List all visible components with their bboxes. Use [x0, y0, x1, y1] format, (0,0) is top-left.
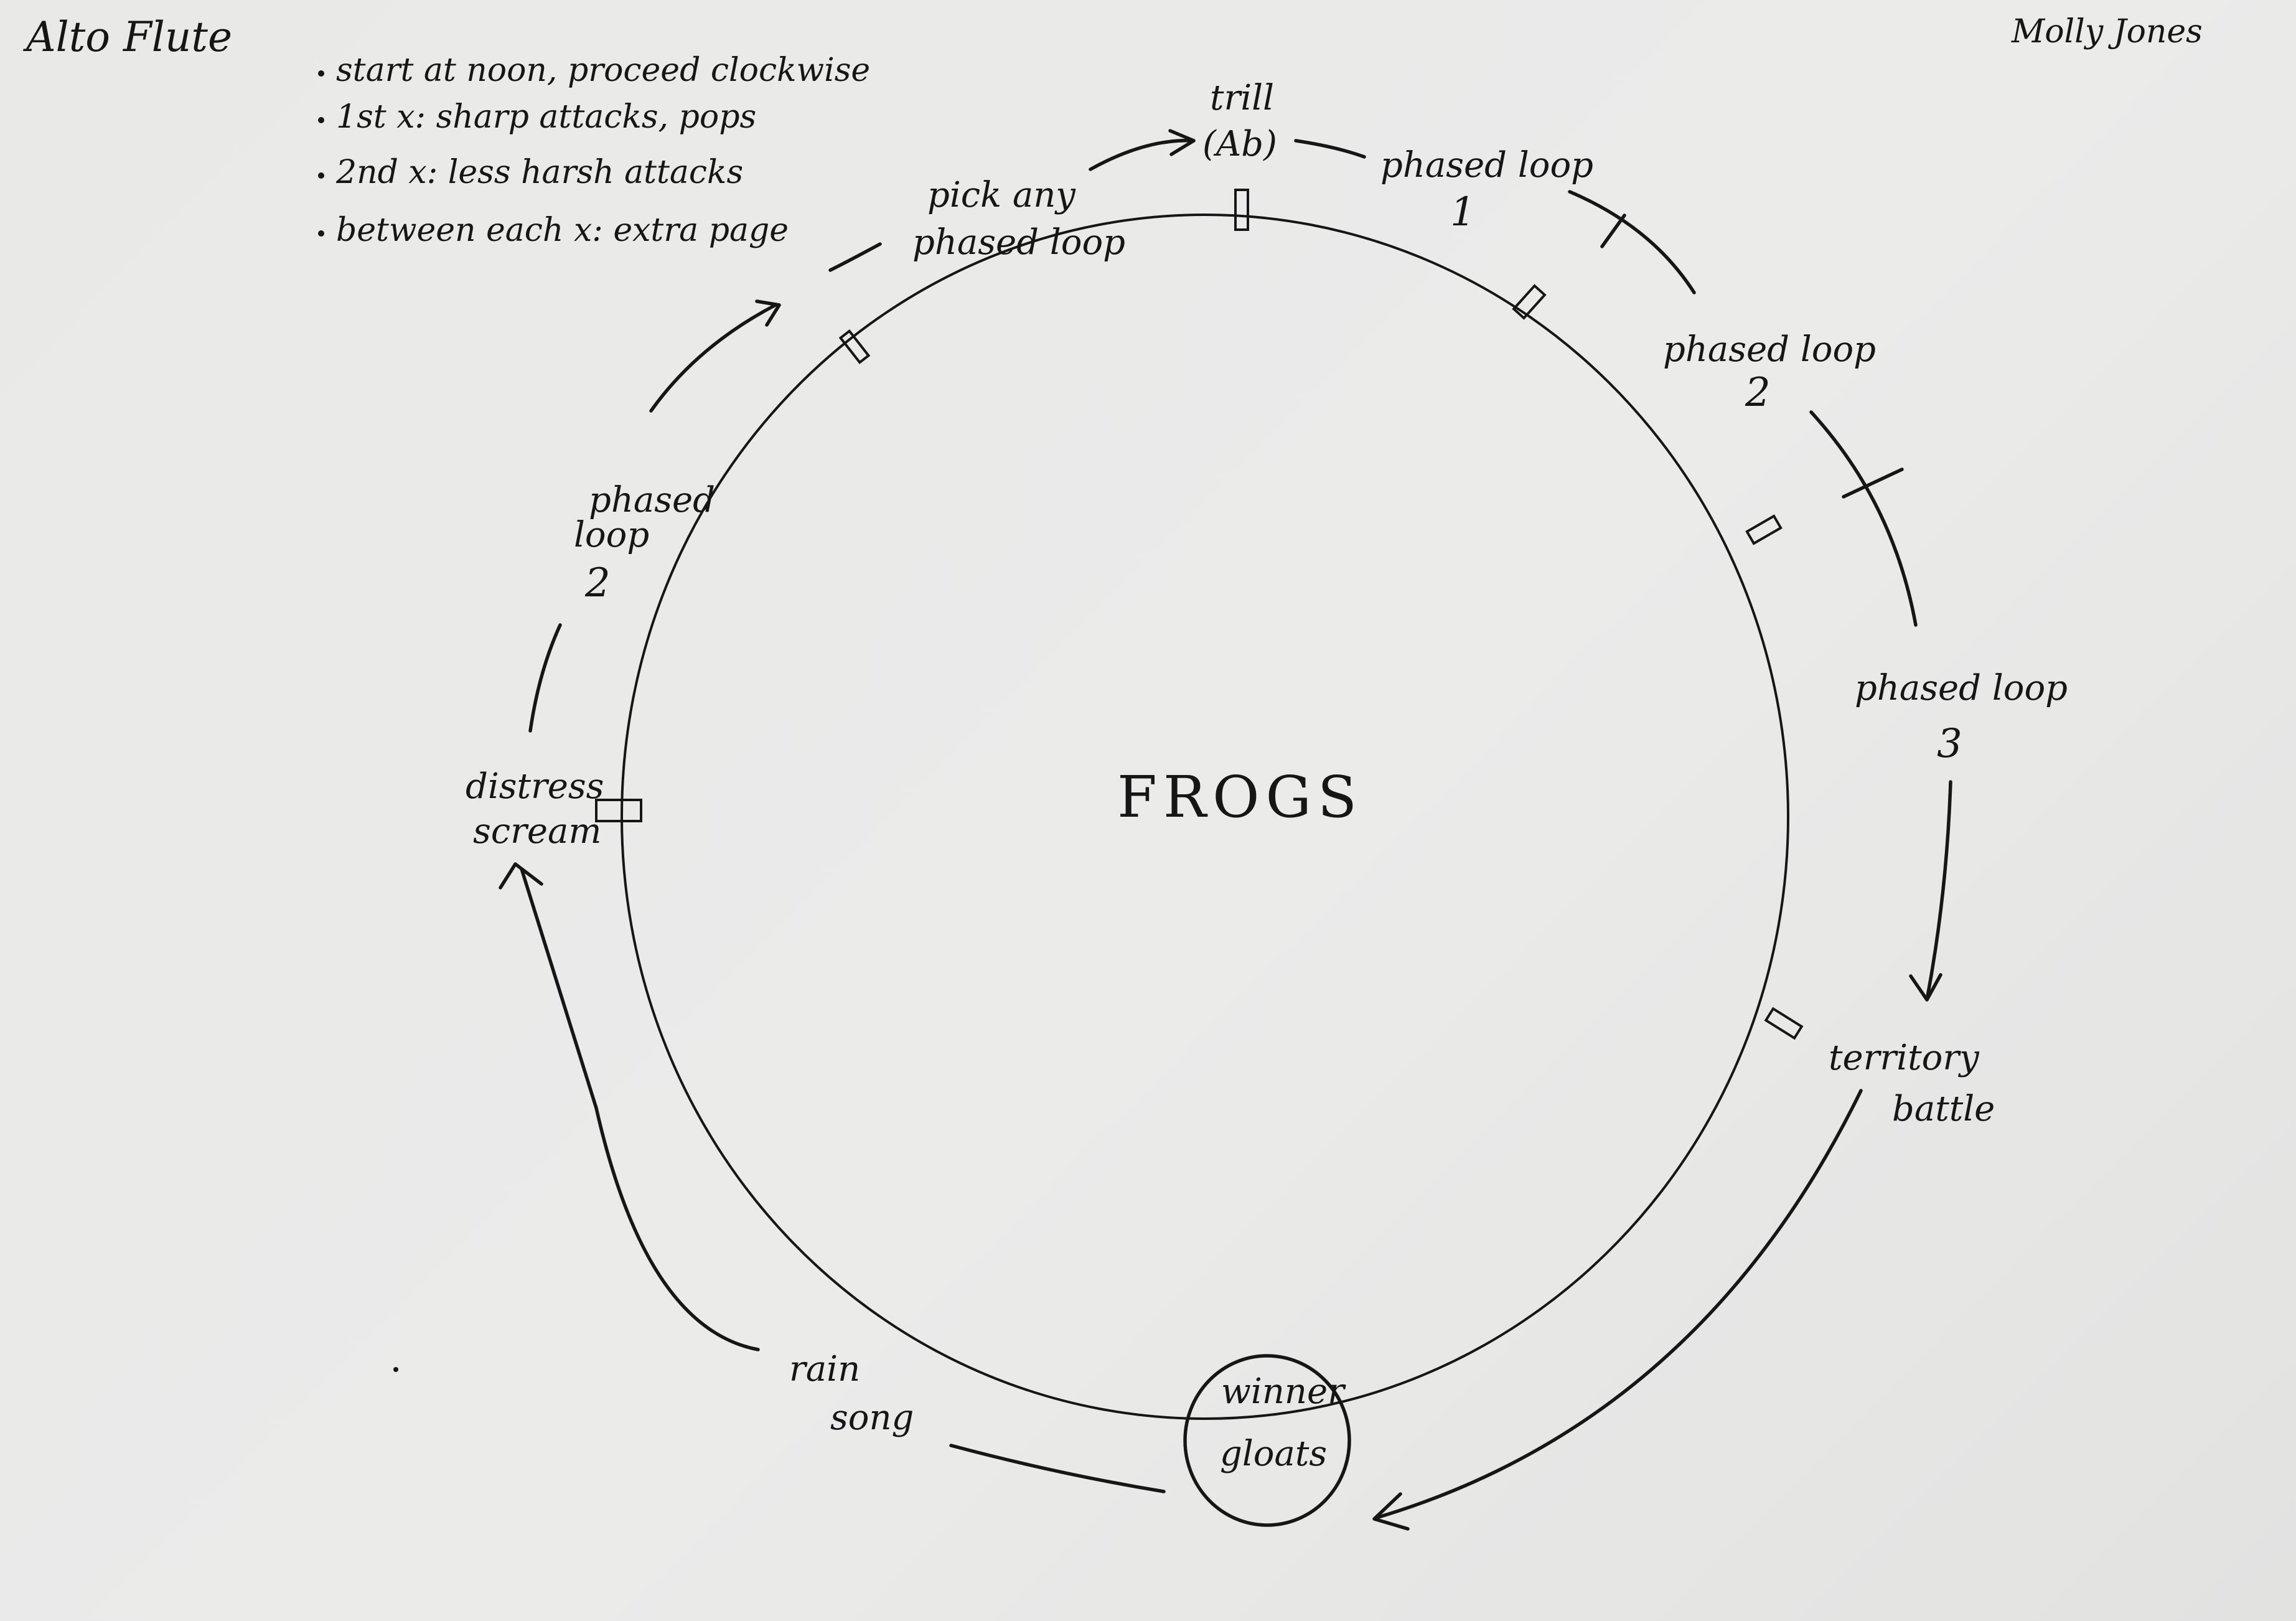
bullet-icon: [318, 230, 324, 237]
arrow-to-territory: [1925, 780, 1952, 1002]
station-marker: [1745, 514, 1783, 545]
x-mark: [1600, 214, 1626, 248]
arrowhead-icon: [1909, 973, 1942, 1002]
station-distress-line1: distress: [466, 766, 604, 807]
arrowhead-icon: [1372, 1492, 1410, 1531]
station-labels: trill (Ab) phased loop 1 phased loop 2 p…: [466, 78, 2068, 1474]
station-marker: [838, 329, 871, 365]
station-phased-loop-2-right-line1: phased loop: [1663, 329, 1876, 370]
station-phased-loop-2-left-line1: phased: [589, 480, 715, 520]
note-item: start at noon, proceed clockwise: [336, 52, 870, 89]
connector: [949, 1444, 1166, 1493]
station-winner-line2: gloats: [1220, 1434, 1327, 1474]
station-markers: [595, 189, 1804, 1040]
arrow-to-pick-any: [649, 303, 777, 413]
station-marker: [1512, 284, 1547, 320]
ink-dot: [393, 1367, 398, 1372]
arrowhead-icon: [1168, 129, 1196, 156]
station-marker-noon: [1234, 189, 1249, 231]
station-marker: [595, 799, 642, 822]
connector: [528, 623, 562, 733]
arrowhead-icon: [755, 299, 781, 327]
station-territory-line2: battle: [1892, 1089, 1995, 1129]
instrument-title: Alto Flute: [22, 13, 232, 61]
station-rain-line2: song: [830, 1398, 914, 1438]
note-item: 1st x: sharp attacks, pops: [336, 98, 756, 136]
arrow-to-winner: [1375, 1089, 1863, 1520]
x-mark: [1842, 468, 1904, 499]
connectors: [499, 129, 1952, 1531]
station-phased-loop-2-left-line2: loop: [574, 515, 649, 555]
station-phased-loop-3-line1: phased loop: [1855, 668, 2068, 708]
winner-circle: [1183, 1354, 1351, 1527]
station-phased-loop-2-left-line3: 2: [584, 560, 611, 606]
station-rain-line1: rain: [789, 1349, 860, 1389]
arrow-to-distress: [520, 867, 760, 1351]
station-pick-any-line2: phased loop: [912, 222, 1125, 263]
main-circle: [621, 214, 1789, 1420]
bullet-icon: [318, 172, 324, 179]
connector: [1809, 410, 1918, 627]
station-marker: [1764, 1007, 1804, 1040]
connector: [1294, 139, 1366, 159]
station-territory-line1: territory: [1829, 1038, 1980, 1078]
station-phased-loop-1-line1: phased loop: [1380, 145, 1593, 186]
station-phased-loop-1-line2: 1: [1450, 189, 1476, 235]
arrowhead-icon: [499, 862, 543, 890]
connector: [1568, 190, 1696, 294]
center-title: FROGS: [1117, 764, 1363, 830]
station-winner-line1: winner: [1221, 1371, 1346, 1412]
composer-name: Molly Jones: [2011, 13, 2203, 50]
arrow-to-trill: [1089, 138, 1196, 171]
note-item: between each x: extra page: [336, 212, 789, 249]
connector: [828, 242, 882, 272]
station-distress-line2: scream: [473, 811, 602, 852]
station-phased-loop-2-right-line2: 2: [1745, 370, 1771, 416]
bullet-icon: [318, 117, 324, 123]
station-phased-loop-3-line2: 3: [1937, 721, 1962, 767]
station-trill-line2: (Ab): [1202, 124, 1277, 164]
instruction-notes: start at noon, proceed clockwise 1st x: …: [318, 52, 870, 249]
station-trill-line1: trill: [1210, 78, 1274, 118]
note-item: 2nd x: less harsh attacks: [335, 154, 743, 191]
station-pick-any-line1: pick any: [927, 175, 1076, 215]
bullet-icon: [318, 70, 324, 77]
